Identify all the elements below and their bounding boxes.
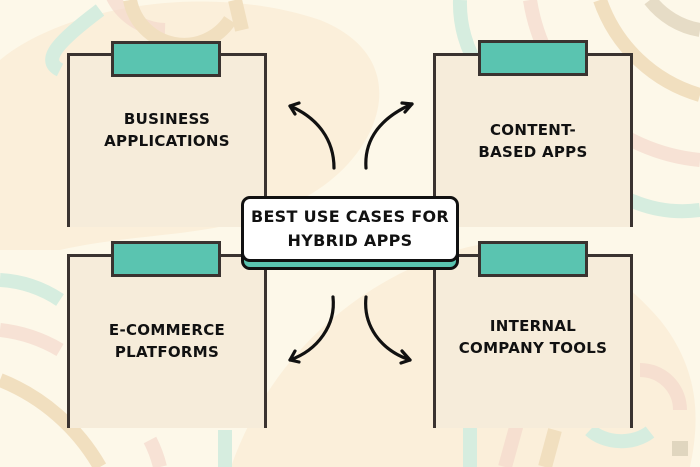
background-arc xyxy=(0,273,64,306)
use-case-card-content-based-apps: CONTENT- BASED APPS xyxy=(433,53,633,227)
use-case-card-business-applications: BUSINESS APPLICATIONS xyxy=(67,53,267,227)
background-arc xyxy=(45,4,105,77)
clipboard-clip-icon xyxy=(478,241,588,277)
background-arc xyxy=(593,0,700,102)
background-arc xyxy=(0,323,64,357)
central-title-box: BEST USE CASES FOR HYBRID APPS xyxy=(241,196,459,270)
background-arc xyxy=(0,373,107,467)
use-case-label: E-COMMERCE PLATFORMS xyxy=(108,321,226,361)
background-arc xyxy=(585,424,655,449)
background-arc xyxy=(228,0,249,32)
use-case-label: CONTENT- BASED APPS xyxy=(478,121,588,161)
use-case-card-internal-company-tools: INTERNAL COMPANY TOOLS xyxy=(433,254,633,428)
clipboard-clip-icon xyxy=(478,40,588,76)
background-arc xyxy=(639,363,687,411)
background-arc xyxy=(538,428,562,467)
background-arc xyxy=(644,0,700,37)
background-arc xyxy=(627,193,700,219)
clipboard-clip-icon xyxy=(111,241,221,277)
decorative-square xyxy=(672,441,688,456)
use-case-card-e-commerce-platforms: E-COMMERCE PLATFORMS xyxy=(67,254,267,428)
title-box: BEST USE CASES FOR HYBRID APPS xyxy=(241,196,459,262)
clipboard-clip-icon xyxy=(111,41,221,77)
use-case-label: BUSINESS APPLICATIONS xyxy=(104,110,230,150)
background-arc xyxy=(143,436,167,467)
use-case-label: INTERNAL COMPANY TOOLS xyxy=(458,317,608,357)
diagram-title: BEST USE CASES FOR HYBRID APPS xyxy=(250,207,450,250)
